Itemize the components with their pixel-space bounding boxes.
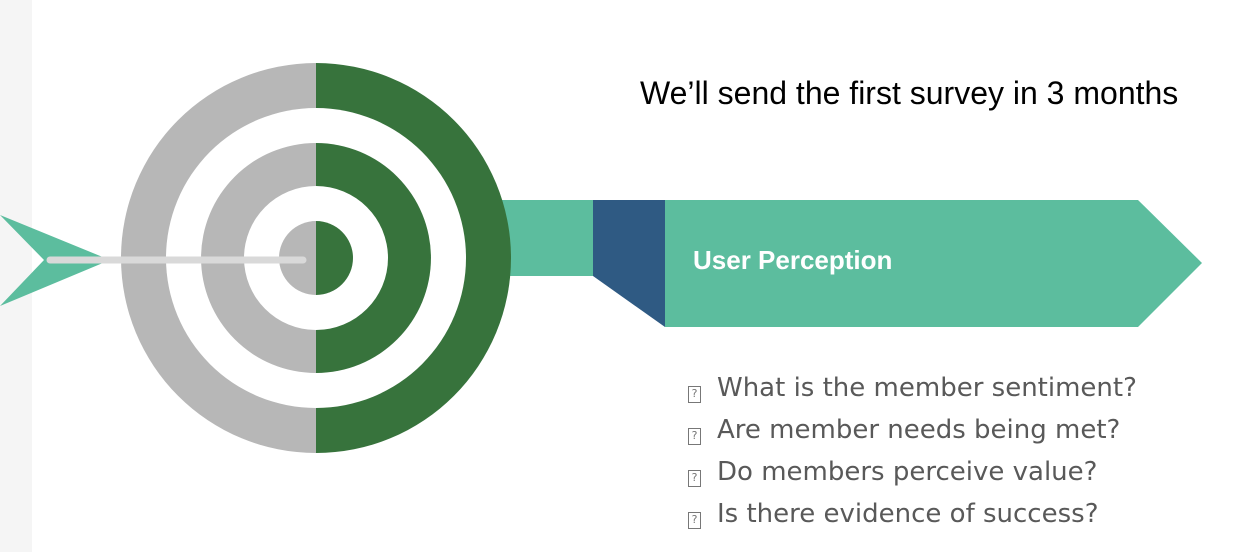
missing-glyph-icon bbox=[688, 470, 701, 487]
question-text: Is there evidence of success? bbox=[717, 499, 1099, 529]
arrow-icon bbox=[0, 215, 307, 306]
missing-glyph-icon bbox=[688, 512, 701, 529]
question-text: Do members perceive value? bbox=[717, 457, 1098, 487]
question-text: Are member needs being met? bbox=[717, 415, 1121, 445]
slide-left-edge bbox=[0, 0, 32, 552]
banner-fold bbox=[593, 200, 665, 327]
slide-headline: We’ll send the first survey in 3 months bbox=[640, 75, 1179, 111]
list-item: Do members perceive value? bbox=[688, 451, 1137, 493]
question-list: What is the member sentiment? Are member… bbox=[688, 367, 1137, 535]
missing-glyph-icon bbox=[688, 386, 701, 403]
banner-arrow-shape bbox=[665, 200, 1202, 327]
list-item: What is the member sentiment? bbox=[688, 367, 1137, 409]
list-item: Is there evidence of success? bbox=[688, 493, 1137, 535]
connector-band bbox=[495, 200, 597, 276]
question-text: What is the member sentiment? bbox=[717, 373, 1137, 403]
missing-glyph-icon bbox=[688, 428, 701, 445]
list-item: Are member needs being met? bbox=[688, 409, 1137, 451]
banner-label: User Perception bbox=[693, 245, 893, 275]
